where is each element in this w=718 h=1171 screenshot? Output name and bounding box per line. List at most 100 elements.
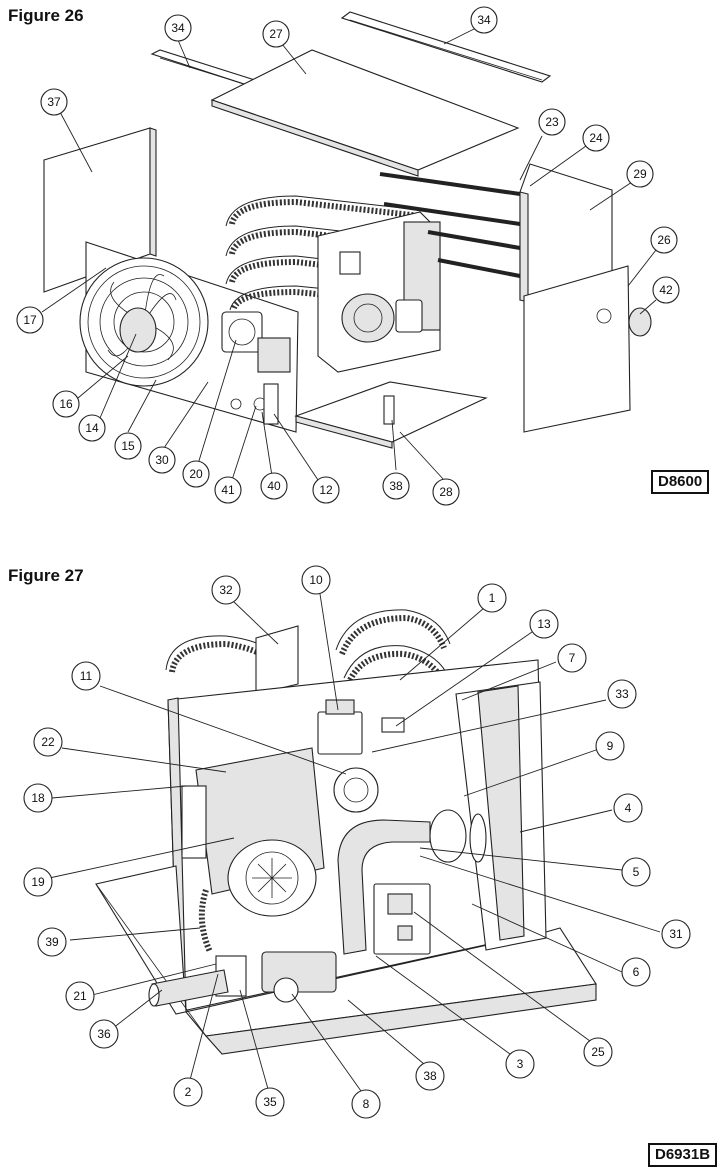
callout-22: 22 — [33, 727, 63, 757]
fan-panel — [79, 241, 299, 433]
figure-26-drawing-code: D8600 — [651, 470, 710, 494]
pressure-switch — [333, 767, 379, 813]
callout-6: 6 — [621, 957, 651, 987]
svg-text:27: 27 — [269, 27, 283, 41]
transformer — [317, 699, 363, 755]
callout-36: 36 — [89, 1019, 119, 1049]
figure-26-exploded-view: 34 34 27 37 23 24 29 26 42 17 16 14 15 3… — [16, 6, 680, 506]
svg-text:37: 37 — [47, 95, 61, 109]
svg-text:1: 1 — [489, 591, 496, 605]
callout-30: 30 — [148, 446, 176, 474]
callout-24: 24 — [582, 124, 610, 152]
svg-text:2: 2 — [185, 1085, 192, 1099]
svg-text:17: 17 — [23, 313, 37, 327]
callout-27: 27 — [262, 20, 290, 48]
callout-7: 7 — [557, 643, 587, 673]
top-panel — [210, 49, 520, 177]
callout-32: 32 — [211, 575, 241, 605]
vestibule-panel — [317, 211, 441, 373]
louvers — [379, 172, 521, 278]
wire-harness — [198, 889, 213, 954]
callout-14: 14 — [78, 414, 106, 442]
limit-relay — [381, 717, 405, 733]
callout-10: 10 — [301, 565, 331, 595]
burner-box — [455, 681, 547, 951]
svg-text:6: 6 — [633, 965, 640, 979]
svg-text:32: 32 — [219, 583, 233, 597]
svg-text:30: 30 — [155, 453, 169, 467]
svg-text:26: 26 — [657, 233, 671, 247]
callout-19: 19 — [23, 867, 53, 897]
callout-9: 9 — [595, 731, 625, 761]
callout-39: 39 — [37, 927, 67, 957]
svg-text:4: 4 — [625, 801, 632, 815]
svg-text:39: 39 — [45, 935, 59, 949]
callout-17: 17 — [16, 306, 44, 334]
svg-text:5: 5 — [633, 865, 640, 879]
svg-text:31: 31 — [669, 927, 683, 941]
callout-34-left: 34 — [164, 14, 192, 42]
heat-exchanger-coils — [165, 609, 451, 682]
callout-40: 40 — [260, 472, 288, 500]
svg-text:23: 23 — [545, 115, 559, 129]
hole-plug — [628, 307, 652, 337]
callout-25: 25 — [583, 1037, 613, 1067]
callout-35: 35 — [255, 1087, 285, 1117]
callout-20: 20 — [182, 460, 210, 488]
callout-8: 8 — [351, 1089, 381, 1119]
callout-33: 33 — [607, 679, 637, 709]
svg-text:38: 38 — [423, 1069, 437, 1083]
svg-text:28: 28 — [439, 485, 453, 499]
callout-29: 29 — [626, 160, 654, 188]
callout-26: 26 — [650, 226, 678, 254]
callout-3: 3 — [505, 1049, 535, 1079]
callout-21: 21 — [65, 981, 95, 1011]
inducer-blower — [181, 747, 325, 917]
svg-text:13: 13 — [537, 617, 551, 631]
svg-text:3: 3 — [517, 1057, 524, 1071]
bottom-pan — [294, 381, 488, 449]
callout-12: 12 — [312, 476, 340, 504]
callout-4: 4 — [613, 793, 643, 823]
callout-31: 31 — [661, 919, 691, 949]
figure-27-title: Figure 27 — [8, 566, 84, 585]
svg-text:36: 36 — [97, 1027, 111, 1041]
svg-text:21: 21 — [73, 989, 87, 1003]
callout-34-right: 34 — [470, 6, 498, 34]
callout-15: 15 — [114, 432, 142, 460]
rear-panel — [519, 163, 613, 303]
callout-38-fig27: 38 — [415, 1061, 445, 1091]
access-panel — [523, 265, 631, 433]
callout-42: 42 — [652, 276, 680, 304]
callout-28: 28 — [432, 478, 460, 506]
svg-text:34: 34 — [171, 21, 185, 35]
svg-text:8: 8 — [363, 1097, 370, 1111]
svg-text:42: 42 — [659, 283, 673, 297]
svg-text:29: 29 — [633, 167, 647, 181]
callout-1: 1 — [477, 583, 507, 613]
svg-text:19: 19 — [31, 875, 45, 889]
figure-26-leader-lines — [41, 27, 657, 481]
gas-inlet-pipe — [148, 969, 229, 1007]
ignition-control-board — [373, 883, 431, 955]
svg-text:41: 41 — [221, 483, 235, 497]
mounting-bracket — [255, 625, 299, 695]
callout-13: 13 — [529, 609, 559, 639]
figure-27-leader-lines — [39, 593, 661, 1099]
svg-text:25: 25 — [591, 1045, 605, 1059]
svg-text:10: 10 — [309, 573, 323, 587]
svg-text:9: 9 — [607, 739, 614, 753]
callout-41: 41 — [214, 476, 242, 504]
figure-27-drawing-code: D6931B — [648, 1143, 718, 1167]
svg-text:24: 24 — [589, 131, 603, 145]
callout-23: 23 — [538, 108, 566, 136]
figure-26-title: Figure 26 — [8, 6, 84, 25]
svg-text:22: 22 — [41, 735, 55, 749]
svg-text:16: 16 — [59, 397, 73, 411]
svg-text:12: 12 — [319, 483, 333, 497]
svg-text:14: 14 — [85, 421, 99, 435]
callout-11: 11 — [71, 661, 101, 691]
svg-text:15: 15 — [121, 439, 135, 453]
svg-text:34: 34 — [477, 13, 491, 27]
svg-text:20: 20 — [189, 467, 203, 481]
